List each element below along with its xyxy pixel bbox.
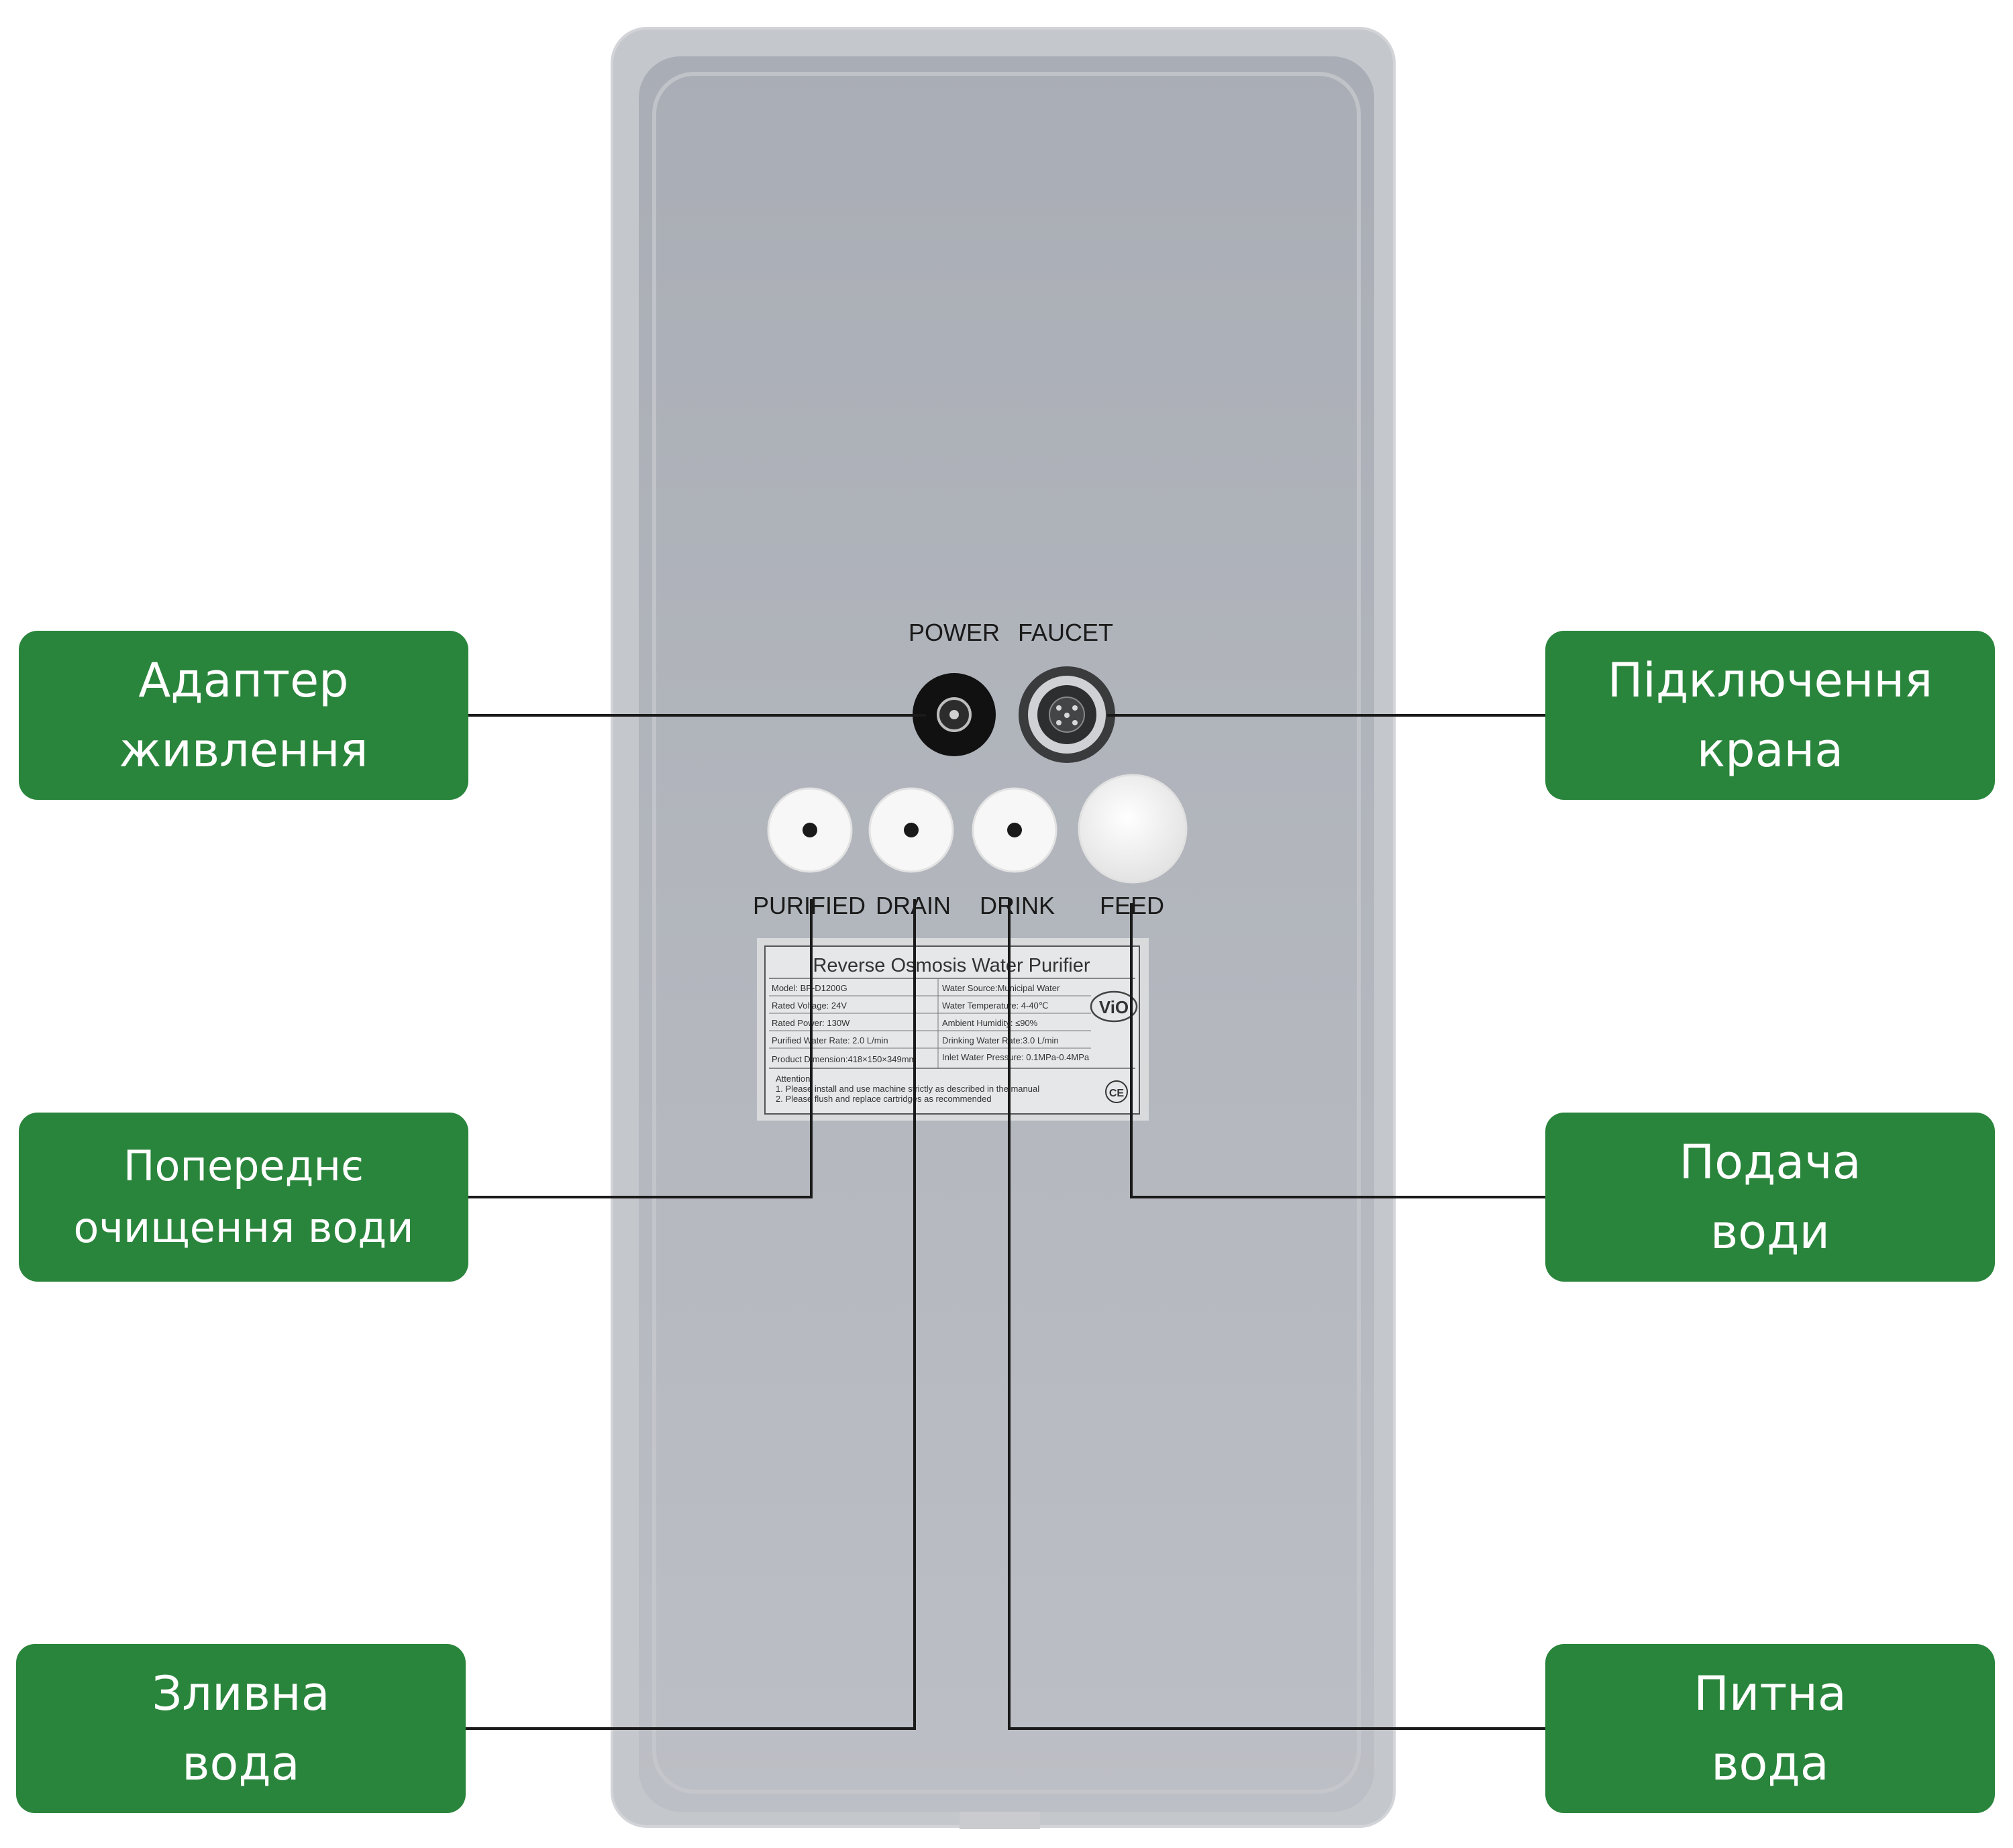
drain-port	[868, 787, 954, 873]
feed-port	[1078, 774, 1188, 884]
nameplate-right-row: Ambient Humidity: ≤90%	[942, 1018, 1038, 1028]
callout-faucet-connection: Підключення крана	[1545, 631, 1995, 800]
callout-drain-water: Зливна вода	[16, 1644, 466, 1813]
callout-power-adapter: Адаптер живлення	[19, 631, 468, 800]
callout-text: вода	[1711, 1736, 1829, 1791]
callout-drinking-water: Питна вода	[1545, 1644, 1995, 1813]
leader-drain-water	[466, 899, 916, 1730]
attention-line-1: 1. Please install and use machine strict…	[776, 1084, 1039, 1094]
callout-text: вода	[182, 1736, 300, 1791]
callout-text: очищення води	[73, 1203, 414, 1252]
callout-pre-filtration: Попереднє очищення води	[19, 1113, 468, 1282]
leader-pre-filtration	[468, 899, 813, 1198]
nameplate: Reverse Osmosis Water Purifier Model: BP…	[757, 938, 1149, 1121]
purified-port	[767, 787, 853, 873]
vio-logo-text: ViO	[1099, 997, 1129, 1017]
nameplate-right-row: Drinking Water Rate:3.0 L/min	[942, 1035, 1059, 1045]
attention-line-2: 2. Please flush and replace cartridges a…	[776, 1094, 992, 1104]
nameplate-left-row: Product Dimension:418×150×349mm	[772, 1054, 916, 1064]
callout-water-feed: Подача води	[1545, 1113, 1995, 1282]
callout-text: Зливна	[152, 1666, 330, 1721]
callout-text: живлення	[119, 723, 368, 778]
callout-text: Попереднє	[123, 1141, 364, 1190]
callout-text: Адаптер	[138, 653, 349, 708]
faucet-port-label: FAUCET	[1018, 619, 1113, 646]
ce-mark-text: CE	[1109, 1088, 1125, 1099]
power-port-label: POWER	[909, 619, 1000, 646]
callout-text: Підключення	[1607, 653, 1933, 708]
attention-title: Attention:	[776, 1074, 813, 1084]
nameplate-right-row: Inlet Water Pressure: 0.1MPa-0.4MPa	[942, 1052, 1090, 1062]
power-jack	[913, 673, 996, 756]
faucet-connector	[1019, 666, 1115, 763]
callout-text: Питна	[1694, 1666, 1847, 1721]
nameplate-right-row: Water Temperature: 4-40℃	[942, 1000, 1048, 1011]
nameplate-left-row: Purified Water Rate: 2.0 L/min	[772, 1035, 888, 1045]
nameplate-title: Reverse Osmosis Water Purifier	[813, 955, 1090, 976]
callout-text: крана	[1696, 723, 1844, 778]
ce-mark: CE	[1105, 1080, 1128, 1103]
leader-lines	[466, 714, 1545, 1730]
drink-port-label: DRINK	[980, 892, 1055, 919]
callout-text: Подача	[1679, 1135, 1861, 1190]
nameplate-left-row: Model: BP-D1200G	[772, 983, 847, 993]
vio-logo: ViO	[1090, 990, 1138, 1023]
leader-water-feed	[1130, 903, 1545, 1198]
leader-drinking-water	[1008, 899, 1545, 1730]
nameplate-left-row: Rated Voltage: 24V	[772, 1000, 847, 1011]
purified-port-label: PURIFIED	[753, 892, 866, 919]
nameplate-right-row: Water Source:Municipal Water	[942, 983, 1060, 993]
device-inner-panel	[639, 56, 1374, 1812]
callout-text: води	[1710, 1204, 1830, 1260]
drink-port	[972, 787, 1057, 873]
